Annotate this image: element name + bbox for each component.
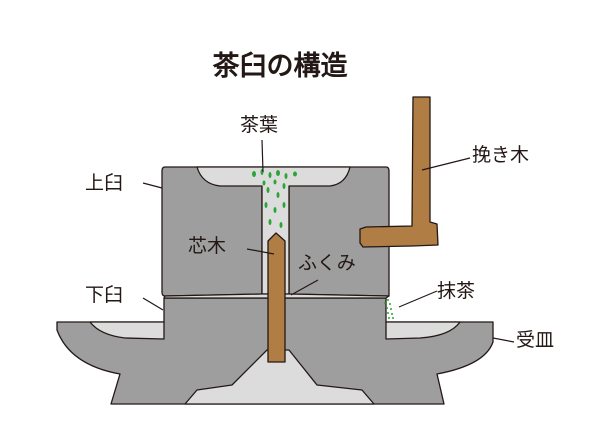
tray-right-well: [385, 321, 461, 340]
label-upper-mill: 上臼: [85, 172, 124, 194]
leader-lower-mill: [142, 297, 164, 311]
label-lower-mill: 下臼: [85, 284, 124, 306]
core-pin: [267, 232, 286, 363]
handle-shape: [359, 96, 439, 248]
diagram-title: 茶臼の構造: [212, 51, 348, 82]
leader-handle: [421, 157, 471, 171]
base-cavity: [184, 349, 375, 405]
label-tray: 受皿: [516, 329, 555, 351]
matcha-powder: [384, 299, 394, 319]
label-matcha: 抹茶: [437, 280, 476, 302]
leader-core-pin: [246, 248, 275, 255]
leader-matcha: [398, 290, 438, 308]
label-fukumi: ふくみ: [298, 252, 356, 274]
label-handle: 挽き木: [472, 144, 530, 166]
tea-leaves-particles: [252, 169, 297, 228]
leader-tray: [492, 337, 515, 343]
leader-tea-leaves: [261, 139, 264, 173]
label-tea-leaves: 茶葉: [240, 114, 279, 136]
label-core-pin: 芯木: [188, 235, 227, 257]
leader-fukumi: [290, 279, 319, 296]
leader-upper-mill: [142, 182, 163, 189]
upper-mill-shape: [161, 166, 390, 297]
tray-left-well: [89, 321, 165, 340]
